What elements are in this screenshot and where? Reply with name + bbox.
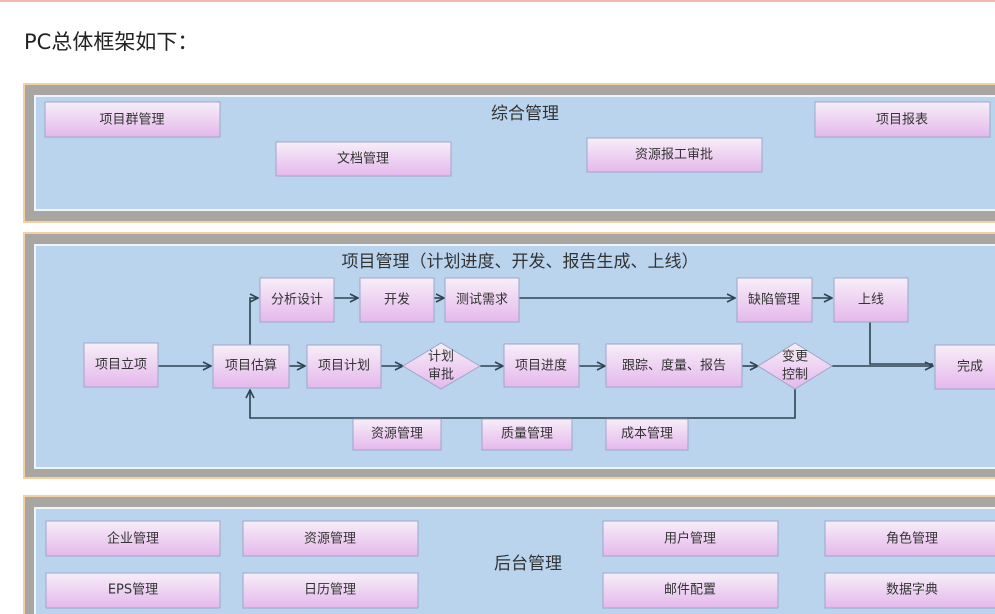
node-quality[interactable]: 质量管理 <box>481 418 573 451</box>
box-data-dictionary[interactable]: 数据字典 <box>824 572 995 609</box>
box-label: 资源管理 <box>304 532 356 547</box>
node-analysis[interactable]: 分析设计 <box>259 277 335 323</box>
box-label: 资源管理 <box>371 427 423 442</box>
node-tracking[interactable]: 跟踪、度量、报告 <box>605 343 743 388</box>
box-mail-config[interactable]: 邮件配置 <box>602 572 779 609</box>
node-cost[interactable]: 成本管理 <box>605 418 689 451</box>
box-label: 项目群管理 <box>99 113 164 128</box>
box-label: 开发 <box>384 292 410 308</box>
node-estimate[interactable]: 项目估算 <box>212 344 290 389</box>
section-title: 后台管理 <box>494 554 562 574</box>
box-label: 数据字典 <box>886 583 938 598</box>
box-label: 计划 <box>428 350 454 365</box>
box-label: 成本管理 <box>621 427 673 442</box>
box-document-mgmt[interactable]: 文档管理 <box>275 141 452 177</box>
box-role-mgmt[interactable]: 角色管理 <box>824 520 995 557</box>
top-divider <box>0 0 995 2</box>
box-label: 企业管理 <box>107 531 159 547</box>
box-label: 项目报表 <box>876 113 928 128</box>
box-enterprise-mgmt[interactable]: 企业管理 <box>45 520 221 557</box>
node-done[interactable]: 完成 <box>934 344 995 390</box>
box-label: 质量管理 <box>501 427 553 442</box>
node-resource[interactable]: 资源管理 <box>352 418 442 451</box>
box-label: EPS管理 <box>108 583 158 598</box>
connector <box>869 322 933 365</box>
box-label: 角色管理 <box>886 531 938 547</box>
box-label: 测试需求 <box>456 293 508 308</box>
node-plan[interactable]: 项目计划 <box>306 344 382 389</box>
section-general: 综合管理 项目群管理 文档管理 资源报工审批 项目报表 <box>23 83 995 223</box>
node-initiate[interactable]: 项目立项 <box>83 342 159 388</box>
box-label: 项目估算 <box>225 359 277 374</box>
feedback-arrow <box>250 384 796 419</box>
box-label: 变更 <box>782 349 808 365</box>
box-label: 项目计划 <box>318 359 370 374</box>
section-title: 项目管理（计划进度、开发、报告生成、上线） <box>342 252 699 272</box>
box-label: 上线 <box>858 293 884 308</box>
box-label: 项目立项 <box>95 358 147 373</box>
section-title: 综合管理 <box>491 104 559 124</box>
box-label: 日历管理 <box>304 583 356 598</box>
box-resource-mgmt[interactable]: 资源管理 <box>242 520 419 557</box>
box-label: 缺陷管理 <box>748 293 800 308</box>
page-title: PC总体框架如下： <box>24 30 199 54</box>
section-project: 项目管理（计划进度、开发、报告生成、上线） 项目立项 项目估算 项目计划 计划审… <box>23 232 995 479</box>
box-label: 项目进度 <box>515 358 567 374</box>
box-label: 分析设计 <box>271 293 323 308</box>
box-user-mgmt[interactable]: 用户管理 <box>602 520 779 557</box>
box-timesheet-approval[interactable]: 资源报工审批 <box>586 137 763 173</box>
box-calendar-mgmt[interactable]: 日历管理 <box>242 572 419 609</box>
node-develop[interactable]: 开发 <box>359 277 435 323</box>
box-program-mgmt[interactable]: 项目群管理 <box>44 101 221 138</box>
node-release[interactable]: 上线 <box>833 277 909 323</box>
box-label: 邮件配置 <box>664 583 716 598</box>
box-eps-mgmt[interactable]: EPS管理 <box>45 572 221 609</box>
box-label: 完成 <box>957 360 983 375</box>
node-defect[interactable]: 缺陷管理 <box>736 277 813 323</box>
box-label: 文档管理 <box>337 152 389 167</box>
box-label: 跟踪、度量、报告 <box>622 358 726 374</box>
box-label: 用户管理 <box>664 531 716 547</box>
box-project-report[interactable]: 项目报表 <box>814 101 991 138</box>
section-backend: 后台管理 企业管理 资源管理 用户管理 角色管理 EPS管理 日历管理 邮件配置… <box>23 495 995 614</box>
box-label: 审批 <box>428 368 454 383</box>
arrow <box>249 298 258 345</box>
node-progress[interactable]: 项目进度 <box>503 343 580 388</box>
box-label: 控制 <box>782 368 808 383</box>
box-label: 资源报工审批 <box>635 148 713 163</box>
node-test[interactable]: 测试需求 <box>444 277 520 323</box>
